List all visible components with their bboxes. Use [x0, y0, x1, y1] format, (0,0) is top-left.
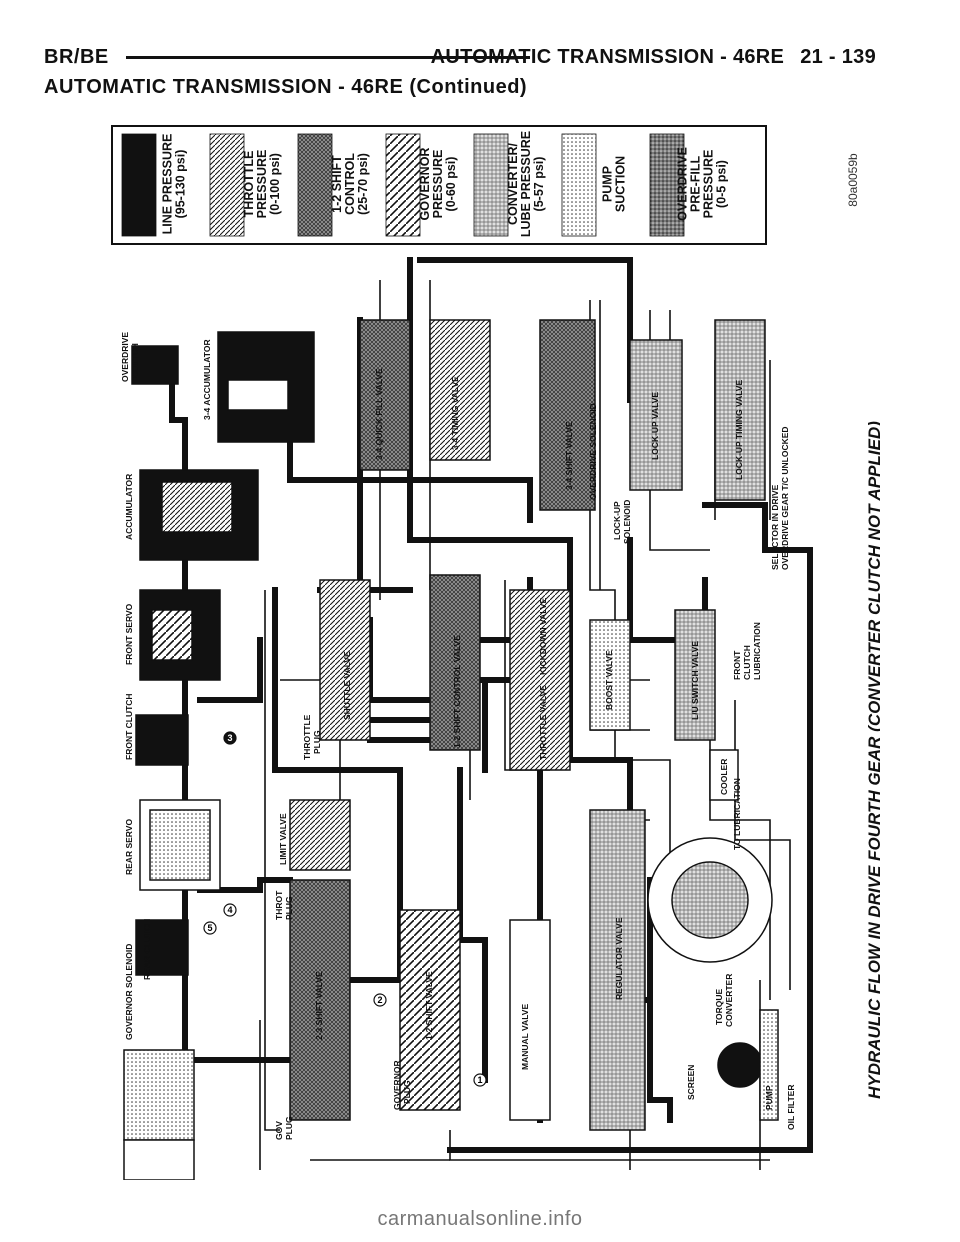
figure-code: 80a0059b	[846, 153, 860, 207]
label-overdrive-solenoid: OVERDRIVE SOLENOID	[588, 403, 598, 500]
label-overdrive-clutch: OVERDRIVE CLUTCH	[120, 330, 140, 382]
legend-label-line: LUBE PRESSURE	[519, 131, 533, 237]
label-limit-valve: LIMIT VALVE	[278, 813, 288, 865]
label-boost-valve: BOOST VALVE	[604, 650, 614, 710]
label-12-shift-control-valve: 1-2 SHIFT CONTROL VALVE	[452, 635, 462, 748]
header-model: BR/BE	[44, 46, 109, 68]
legend-label-line: PRESSURE	[431, 150, 445, 219]
label-oil-filter: OIL FILTER	[786, 1085, 796, 1131]
legend-label-line: (25-70 psi)	[356, 153, 370, 215]
label-pump: PUMP	[764, 1085, 774, 1110]
label-lockup-timing-valve: LOCK-UP TIMING VALVE	[734, 380, 744, 480]
legend-label-line: LINE PRESSURE	[161, 134, 175, 235]
checkball-5: 5	[207, 923, 212, 933]
page-header: BR/BE AUTOMATIC TRANSMISSION - 46RE 21 - …	[44, 46, 876, 76]
hydraulic-flow-diagram: LINE PRESSURE(95-130 psi)THROTTLEPRESSUR…	[111, 125, 880, 1180]
component-labels: OVERDRIVE CLUTCH 3-4 ACCUMULATOR ACCUMUL…	[120, 330, 796, 1140]
legend-label-line: PRESSURE	[702, 150, 716, 219]
label-governor-solenoid: GOVERNOR SOLENOID	[124, 944, 134, 1040]
legend-label-2: THROTTLEPRESSURE(0-100 psi)	[242, 150, 282, 219]
legend-label-line: THROTTLE	[242, 151, 256, 218]
label-throttle-plug: THROTTLE PLUG	[302, 712, 322, 760]
legend-label-line: PUMP	[601, 166, 615, 202]
legend-label-line: OVERDRIVE	[676, 147, 690, 221]
label-34-shift-valve: 3-4 SHIFT VALVE	[564, 421, 574, 490]
legend-swatch-6	[561, 133, 597, 237]
legend-label-5: CONVERTER/LUBE PRESSURE(5-57 psi)	[506, 131, 546, 237]
label-shuttle-valve: SHUTTLE VALVE	[342, 651, 352, 720]
checkball-2: 2	[377, 995, 382, 1005]
label-gov-plug: GOV PLUG	[274, 1116, 294, 1140]
label-kickdown-valve: KICKDOWN VALVE	[538, 598, 548, 675]
label-accumulator: ACCUMULATOR	[124, 474, 134, 540]
legend-label-line: GOVERNOR	[418, 148, 432, 221]
legend-label-line: CONTROL	[343, 153, 357, 215]
legend-label-line: SUCTION	[614, 156, 628, 212]
legend-label-4: GOVERNORPRESSURE(0-60 psi)	[418, 148, 458, 221]
label-regulator-valve: REGULATOR VALVE	[614, 917, 624, 1000]
label-rear-servo: REAR SERVO	[124, 819, 134, 875]
label-torque-converter: TORQUE CONVERTER	[714, 974, 734, 1027]
header-section-title: AUTOMATIC TRANSMISSION - 46RE	[430, 46, 785, 68]
label-34-timing-valve: 3-4 TIMING VALVE	[450, 376, 460, 450]
label-manual-valve: MANUAL VALVE	[520, 1004, 530, 1070]
label-to-lubrication: TO LUBRICATION	[732, 778, 742, 850]
header-rule	[126, 56, 530, 59]
label-rear-clutch: REAR CLUTCH	[142, 919, 152, 980]
diagram-caption: HYDRAULIC FLOW IN DRIVE FOURTH GEAR (CON…	[865, 421, 880, 1099]
label-throt-plug: THROT PLUG	[274, 888, 294, 920]
legend-label-line: (0-5 psi)	[715, 160, 729, 208]
legend-label-line: (5-57 psi)	[532, 157, 546, 212]
checkball-1: 1	[477, 1075, 482, 1085]
label-lu-switch-valve: L/U SWITCH VALVE	[690, 641, 700, 720]
label-12-shift-valve: 1-2 SHIFT VALVE	[424, 971, 434, 1040]
label-lockup-valve: LOCK-UP VALVE	[650, 392, 660, 460]
label-throttle-valve: THROTTLE VALVE	[538, 685, 548, 760]
legend-label-line: 1-2 SHIFT	[330, 155, 344, 213]
watermark: carmanualsonline.info	[377, 1208, 583, 1230]
label-cooler: COOLER	[719, 759, 729, 795]
legend-swatch-7	[649, 133, 685, 237]
checkball-3: 3	[227, 733, 232, 743]
checkball-markers: 1 2 3 4 5	[203, 731, 487, 1087]
legend-label-line: (0-100 psi)	[268, 153, 282, 215]
legend: LINE PRESSURE(95-130 psi)THROTTLEPRESSUR…	[111, 125, 767, 245]
label-front-clutch-lubrication: FRONT CLUTCH LUBRICATION	[732, 622, 762, 680]
label-front-servo: FRONT SERVO	[124, 603, 134, 665]
label-screen: SCREEN	[686, 1065, 696, 1100]
label-34-accumulator: 3-4 ACCUMULATOR	[202, 339, 212, 420]
legend-label-6: PUMPSUCTION	[601, 156, 628, 212]
header-title: AUTOMATIC TRANSMISSION - 46RE 21 - 139	[431, 46, 876, 69]
legend-swatch-5	[473, 133, 509, 237]
checkball-4: 4	[227, 905, 232, 915]
label-governor-plug: GOVERNOR PLUG	[392, 1058, 412, 1110]
legend-label-7: OVERDRIVEPRE-FILLPRESSURE(0-5 psi)	[676, 147, 729, 221]
components	[123, 319, 779, 1180]
label-front-clutch: FRONT CLUTCH	[124, 693, 134, 760]
legend-label-line: (95-130 psi)	[174, 150, 188, 219]
legend-label-1: LINE PRESSURE(95-130 psi)	[161, 134, 188, 235]
page-subtitle: AUTOMATIC TRANSMISSION - 46RE (Continued…	[44, 76, 528, 98]
legend-label-line: CONVERTER/	[506, 142, 520, 224]
legend-label-line: (0-60 psi)	[444, 157, 458, 212]
legend-swatch-4	[385, 133, 421, 237]
label-selector-note: SELECTOR IN DRIVE OVERDRIVE GEAR T/C UNL…	[770, 426, 790, 570]
legend-swatch-2	[209, 133, 245, 237]
header-page-number: 21 - 139	[800, 46, 876, 68]
label-23-shift-valve: 2-3 SHIFT VALVE	[314, 971, 324, 1040]
label-lockup-solenoid: LOCK-UP SOLENOID	[612, 499, 632, 544]
label-quick-fill-valve: 3-4 QUICK FILL VALVE	[374, 368, 384, 460]
legend-label-line: PRE-FILL	[689, 156, 703, 213]
legend-label-3: 1-2 SHIFTCONTROL(25-70 psi)	[330, 153, 370, 215]
legend-label-line: PRESSURE	[255, 150, 269, 219]
legend-swatch-1	[121, 133, 157, 237]
legend-swatch-3	[297, 133, 333, 237]
